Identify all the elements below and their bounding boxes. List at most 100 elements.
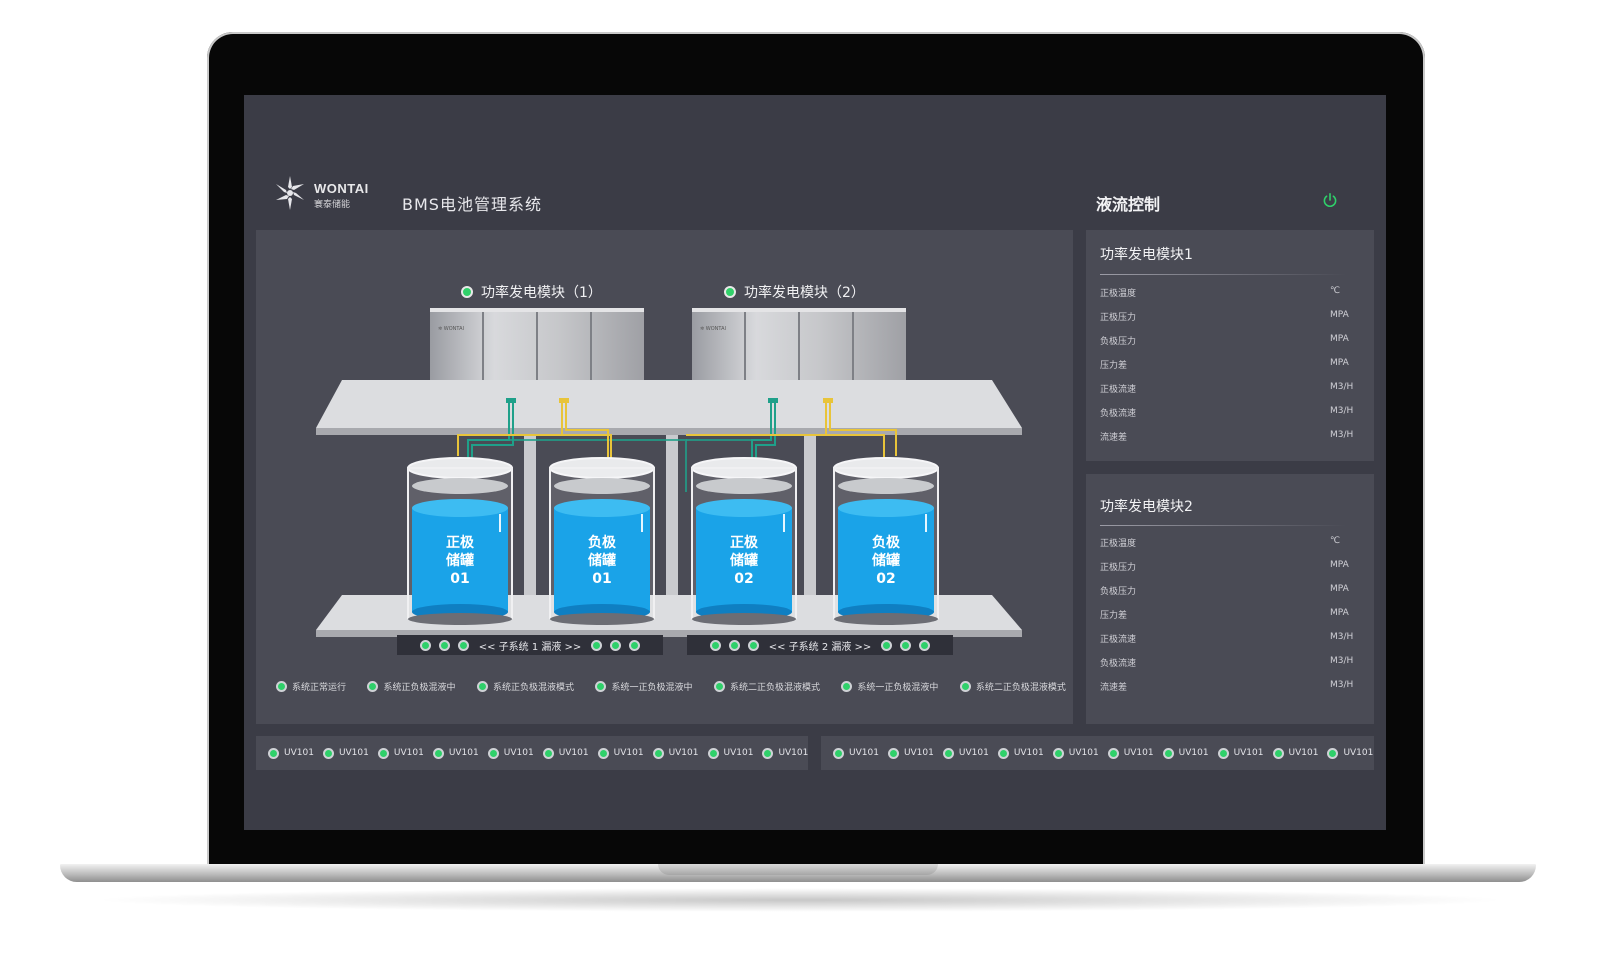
param-row: 正极压力 MPA <box>1100 560 1356 574</box>
uv-valve-item[interactable]: UV101 <box>432 747 479 759</box>
leak-indicator-dot <box>457 639 469 651</box>
valve-status-dot <box>942 747 954 759</box>
param-name: 流速差 <box>1100 683 1128 693</box>
tank-label-line3: 02 <box>876 571 896 587</box>
valve-label: UV101 <box>723 748 754 758</box>
uv-valve-item[interactable]: UV101 <box>1107 747 1154 759</box>
tank-positive-01[interactable]: 正极 储罐 01 <box>406 456 514 626</box>
status-dot <box>476 680 488 692</box>
status-item-label: 系统二正负极混液模式 <box>975 682 1066 693</box>
laptop-notch <box>658 864 938 875</box>
valve-status-dot <box>597 747 609 759</box>
status-item: 系统二正负极混液模式 <box>713 678 820 694</box>
valve-status-dot <box>268 747 279 759</box>
valve-status-dot <box>487 747 499 759</box>
cabinet-1-logo-icon: ✲ WONTAI <box>438 326 464 332</box>
uv-valve-item[interactable]: UV101 <box>652 747 699 759</box>
module-1-status-dot <box>461 286 473 298</box>
param-name: 正极温度 <box>1100 289 1137 299</box>
uv-valve-item[interactable]: UV101 <box>833 747 879 759</box>
valve-status-dot <box>887 747 899 759</box>
param-unit: M3/H <box>1330 680 1354 690</box>
valve-status-dot <box>1217 747 1229 759</box>
param-name: 负极流速 <box>1100 409 1137 419</box>
valve-status-dot <box>1052 747 1064 759</box>
tank-negative-02[interactable]: 负极 储罐 02 <box>832 456 940 626</box>
valve-status-dot <box>432 747 444 759</box>
tank-negative-02-icon <box>833 457 939 625</box>
tank-label-line2: 储罐 <box>446 553 474 569</box>
uv-valve-item[interactable]: UV101 <box>268 747 314 759</box>
param-unit: M3/H <box>1330 430 1354 440</box>
uv-valve-item[interactable]: UV101 <box>707 747 754 759</box>
uv-valve-item[interactable]: UV101 <box>1162 747 1209 759</box>
valve-status-dot <box>833 747 844 759</box>
brand-name-cn: 寰泰储能 <box>314 200 351 210</box>
param-name: 正极压力 <box>1100 563 1137 573</box>
tank-negative-01[interactable]: 负极 储罐 01 <box>548 456 656 626</box>
uv-valve-item[interactable]: UV101 <box>597 747 644 759</box>
status-dot <box>713 680 725 692</box>
param-name: 正极压力 <box>1100 313 1137 323</box>
flow-control-title: 液流控制 <box>1096 195 1161 214</box>
status-dot <box>367 680 379 692</box>
status-item: 系统正负极混液模式 <box>476 678 574 694</box>
tank-label-line2: 储罐 <box>588 553 616 569</box>
valve-status-dot <box>1327 747 1339 759</box>
uv-valve-item[interactable]: UV101 <box>1272 747 1318 759</box>
status-dot <box>959 680 971 692</box>
uv-valve-item[interactable]: UV101 <box>487 747 534 759</box>
leak-indicator-dot <box>610 639 622 651</box>
status-item-label: 系统正常运行 <box>292 682 347 693</box>
subsystem-2-leak-label: << 子系统 2 漏液 >> <box>768 641 872 653</box>
valve-label: UV101 <box>393 748 424 758</box>
uv-valve-item[interactable]: UV101 <box>887 747 934 759</box>
power-icon[interactable] <box>1322 192 1338 208</box>
tank-label-line1: 负极 <box>872 535 900 551</box>
param-name: 负极压力 <box>1100 587 1137 597</box>
uv-valve-item[interactable]: UV101 <box>322 747 369 759</box>
tank-positive-01-icon <box>407 457 513 625</box>
app-title: BMS电池管理系统 <box>402 195 542 214</box>
module-2-label-text: 功率发电模块（2） <box>744 285 865 301</box>
valve-status-dot <box>377 747 389 759</box>
system-status-row: 系统正常运行 系统正负极混液中 系统正负极混液模式 系统一正负极混液中 系统二正… <box>276 678 1066 694</box>
status-dot <box>841 680 853 692</box>
uv-valve-item[interactable]: UV101 <box>1327 747 1374 759</box>
tank-positive-02[interactable]: 正极 储罐 02 <box>690 456 798 626</box>
param-unit: MPA <box>1330 560 1349 570</box>
uv-valve-item[interactable]: UV101 <box>542 747 589 759</box>
subsystem-1-leak-bar[interactable]: << 子系统 1 漏液 >> <box>397 635 663 655</box>
uv-valve-item[interactable]: UV101 <box>1217 747 1264 759</box>
brand-name-en: WONTAI <box>314 181 369 196</box>
param-unit: MPA <box>1330 334 1349 344</box>
param-unit: M3/H <box>1330 632 1354 642</box>
param-name: 负极压力 <box>1100 337 1137 347</box>
uv-valve-item[interactable]: UV101 <box>1052 747 1099 759</box>
valve-status-dot <box>652 747 664 759</box>
valve-status-dot <box>997 747 1009 759</box>
param-row: 流速差 M3/H <box>1100 680 1356 694</box>
subsystem-2-leak-bar[interactable]: << 子系统 2 漏液 >> <box>687 635 953 655</box>
valve-label: UV101 <box>903 748 934 758</box>
uv-valve-item[interactable]: UV101 <box>997 747 1044 759</box>
valve-status-dot <box>1162 747 1174 759</box>
valve-label: UV101 <box>613 748 644 758</box>
valve-label: UV101 <box>668 748 699 758</box>
uv-valve-item[interactable]: UV101 <box>942 747 989 759</box>
valve-label: UV101 <box>1343 748 1374 758</box>
uv-valve-item[interactable]: UV101 <box>377 747 424 759</box>
leak-indicator-dot <box>629 639 641 651</box>
valve-status-dot <box>542 747 554 759</box>
tank-negative-01-icon <box>549 457 655 625</box>
module-1-title: 功率发电模块1 <box>1100 247 1193 263</box>
uv-valve-item[interactable]: UV101 <box>762 747 809 759</box>
valve-label: UV101 <box>778 748 809 758</box>
wontai-logo-icon <box>276 176 304 210</box>
param-unit: M3/H <box>1330 406 1354 416</box>
